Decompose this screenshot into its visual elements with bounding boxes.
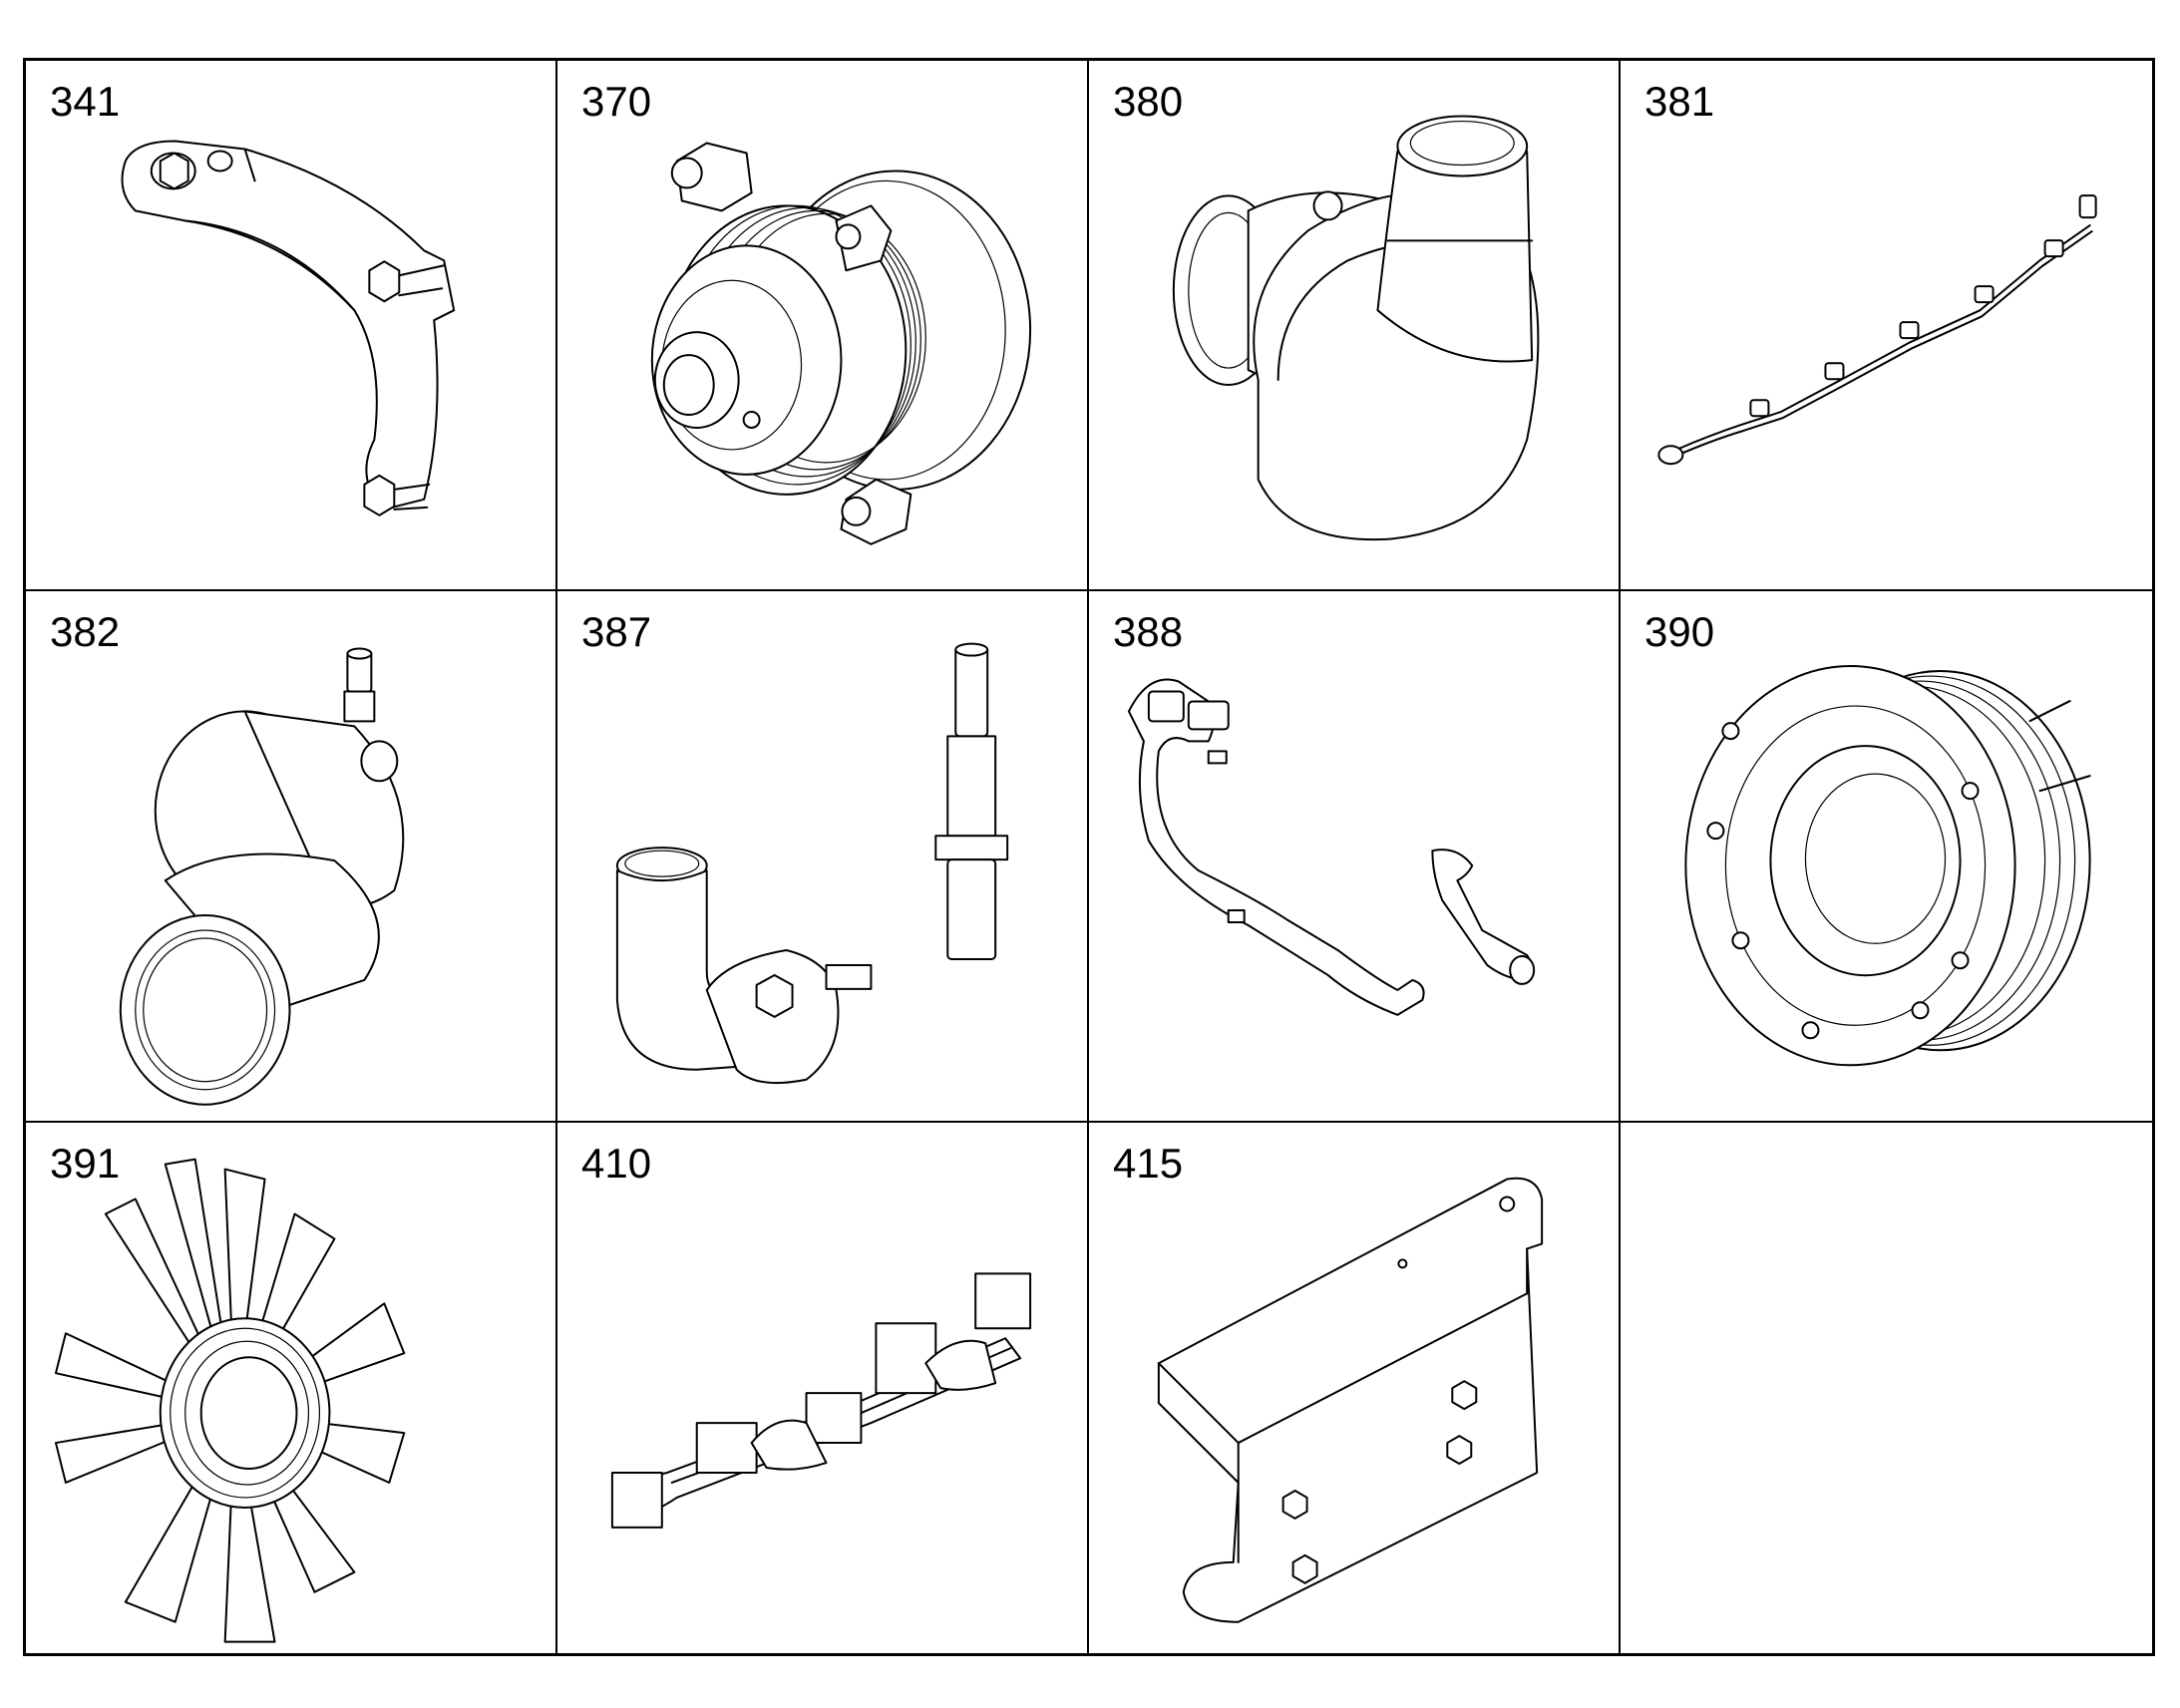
part-cell-381: 381	[1621, 61, 2152, 592]
part-number: 381	[1644, 78, 1715, 125]
part-cell-empty	[1621, 1123, 2152, 1653]
part-cell-387: 387	[557, 591, 1089, 1123]
part-number: 415	[1113, 1139, 1184, 1187]
exhaust-manifold-icon	[557, 1123, 1087, 1653]
cable-harness-icon	[1089, 591, 1619, 1120]
part-cell-415: 415	[1089, 1122, 1621, 1653]
part-cell-370: 370	[557, 61, 1089, 592]
elbow-pipe-clamp-icon	[26, 591, 555, 1120]
part-number: 391	[50, 1139, 121, 1187]
pulley-hub-icon	[1621, 591, 2152, 1120]
part-number: 390	[1644, 608, 1715, 656]
parts-grid: 341 370	[23, 58, 2155, 1656]
part-cell-380: 380	[1089, 61, 1621, 592]
part-cell-382: 382	[26, 591, 557, 1123]
wiring-harness-icon	[1621, 61, 2152, 589]
part-number: 382	[50, 608, 121, 656]
part-cell-388: 388	[1089, 591, 1621, 1123]
part-number: 387	[581, 608, 652, 656]
coolant-pipe-and-sensor-icon	[557, 591, 1087, 1120]
part-cell-390: 390	[1621, 591, 2152, 1123]
part-number: 370	[581, 78, 652, 125]
bracket-icon	[26, 61, 555, 589]
part-number: 380	[1113, 78, 1184, 125]
part-cell-341: 341	[26, 61, 557, 592]
water-pump-icon	[557, 61, 1087, 589]
part-cell-410: 410	[557, 1122, 1089, 1653]
fan-icon	[26, 1123, 555, 1653]
part-number: 341	[50, 78, 121, 125]
part-number: 388	[1113, 608, 1184, 656]
part-cell-391: 391	[26, 1122, 557, 1653]
heat-shield-icon	[1089, 1123, 1619, 1653]
turbocharger-icon	[1089, 61, 1619, 589]
part-number: 410	[581, 1139, 652, 1187]
